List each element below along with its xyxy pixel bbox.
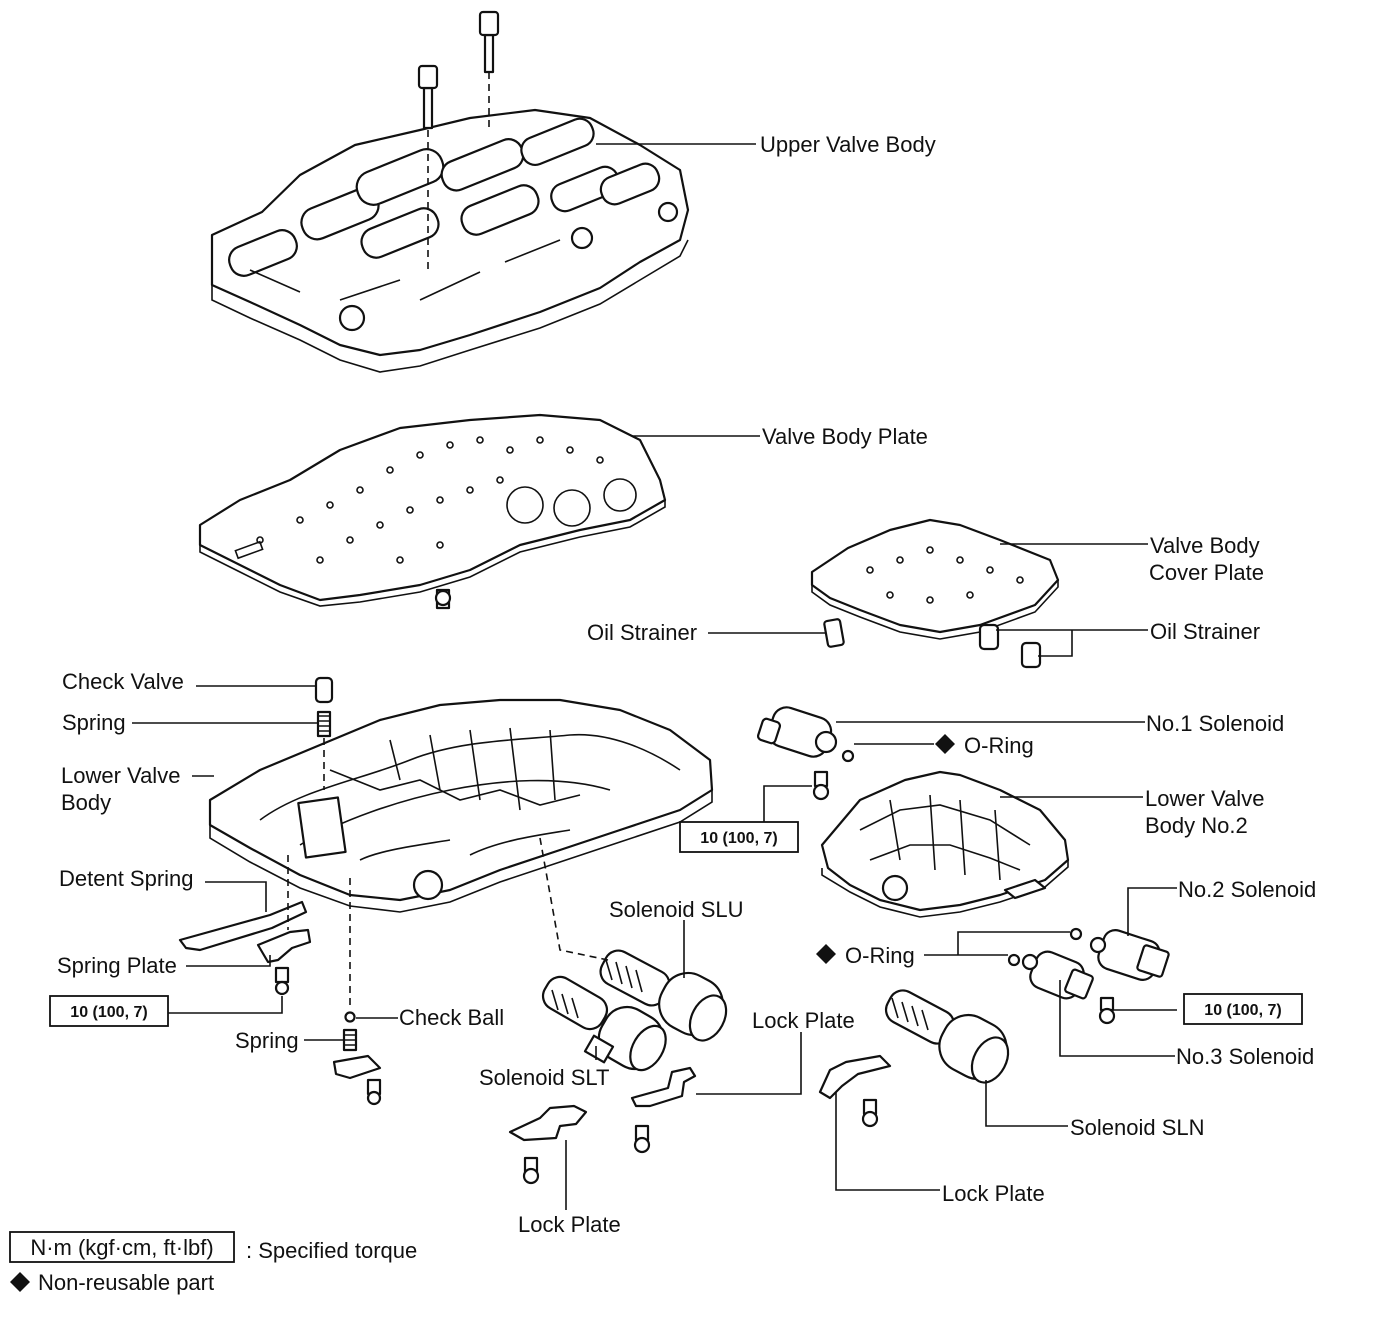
torque-left-text: 10 (100, 7) [70, 1004, 147, 1021]
label-lock-plate-bottom: Lock Plate [518, 1212, 621, 1237]
label-o-ring-mid: O-Ring [845, 943, 915, 968]
torque-right-text: 10 (100, 7) [1204, 1002, 1281, 1019]
upper-valve-body-drawing [210, 10, 690, 373]
label-spring-bottom: Spring [235, 1028, 299, 1053]
labels: Upper Valve Body Valve Body Plate Valve … [57, 132, 1316, 1237]
solenoid-slt-drawing [541, 975, 667, 1072]
label-lock-plate-right: Lock Plate [942, 1181, 1045, 1206]
label-detent-spring: Detent Spring [59, 866, 194, 891]
bolt-left-drawing [274, 966, 290, 996]
spring-plate-drawing [256, 928, 312, 964]
label-valve-body-cover-plate-2: Cover Plate [1149, 560, 1264, 585]
check-ball-drawing [344, 1011, 356, 1023]
no1-solenoid-drawing [756, 706, 838, 758]
retainer-bottom-drawing [332, 1054, 382, 1106]
o-ring-mid-drawing [1007, 927, 1083, 967]
label-check-valve: Check Valve [62, 669, 184, 694]
oil-strainer-left-drawing [823, 618, 845, 648]
label-oil-strainer-left: Oil Strainer [587, 620, 697, 645]
label-lower-valve-body-1: Lower Valve [61, 763, 180, 788]
torque-center-text: 10 (100, 7) [700, 830, 777, 847]
nonreusable-diamond-top-icon [935, 734, 955, 754]
oil-strainer-right-drawing [978, 623, 1042, 669]
check-valve-drawing [314, 676, 334, 704]
lock-plate-mid-drawing [630, 1066, 697, 1154]
label-valve-body-plate: Valve Body Plate [762, 424, 928, 449]
label-solenoid-slt: Solenoid SLT [479, 1065, 609, 1090]
label-o-ring-top: O-Ring [964, 733, 1034, 758]
bolt-center-drawing [812, 770, 830, 801]
valve-body-plate-drawing [198, 413, 667, 610]
torque-box-right: 10 (100, 7) [1183, 993, 1303, 1025]
solenoid-slu-drawing [599, 949, 728, 1042]
lower-valve-body-no2-drawing [820, 770, 1070, 918]
valve-body-cover-plate-drawing [810, 518, 1060, 640]
o-ring-top-drawing [841, 749, 855, 763]
no2-solenoid-drawing [1089, 929, 1170, 981]
label-no2-solenoid: No.2 Solenoid [1178, 877, 1316, 902]
spring-bottom-drawing [342, 1028, 358, 1052]
label-valve-body-cover-plate-1: Valve Body [1150, 533, 1260, 558]
lock-plate-right-drawing [818, 1054, 892, 1128]
nonreusable-diamond-mid-icon [816, 944, 836, 964]
legend-unit-desc: : Specified torque [246, 1238, 417, 1263]
label-lower-valve-body-no2-2: Body No.2 [1145, 813, 1248, 838]
label-check-ball: Check Ball [399, 1005, 504, 1030]
spring-top-drawing [316, 710, 332, 738]
legend-nonreusable-text: Non-reusable part [38, 1270, 214, 1295]
leader-lines [132, 143, 1177, 1210]
lock-plate-bottom-drawing [508, 1104, 588, 1185]
label-lock-plate-mid: Lock Plate [752, 1008, 855, 1033]
label-lower-valve-body-2: Body [61, 790, 111, 815]
no3-solenoid-drawing [1021, 950, 1094, 1000]
legend-diamond-icon [10, 1272, 30, 1292]
label-upper-valve-body: Upper Valve Body [760, 132, 936, 157]
label-solenoid-sln: Solenoid SLN [1070, 1115, 1205, 1140]
legend-unit-box-text: N·m (kgf·cm, ft·lbf) [30, 1235, 213, 1260]
label-lower-valve-body-no2-1: Lower Valve [1145, 786, 1264, 811]
torque-box-center: 10 (100, 7) [679, 821, 799, 853]
label-no1-solenoid: No.1 Solenoid [1146, 711, 1284, 736]
torque-box-left: 10 (100, 7) [49, 995, 169, 1027]
label-no3-solenoid: No.3 Solenoid [1176, 1044, 1314, 1069]
bolt-right-drawing [1098, 996, 1116, 1025]
legend: N·m (kgf·cm, ft·lbf) : Specified torque … [9, 1231, 417, 1295]
solenoid-sln-drawing [884, 989, 1010, 1084]
label-oil-strainer-right: Oil Strainer [1150, 619, 1260, 644]
label-solenoid-slu: Solenoid SLU [609, 897, 744, 922]
detent-spring-drawing [178, 900, 308, 952]
label-spring-top: Spring [62, 710, 126, 735]
lower-valve-body-drawing [208, 698, 714, 913]
label-spring-plate: Spring Plate [57, 953, 177, 978]
